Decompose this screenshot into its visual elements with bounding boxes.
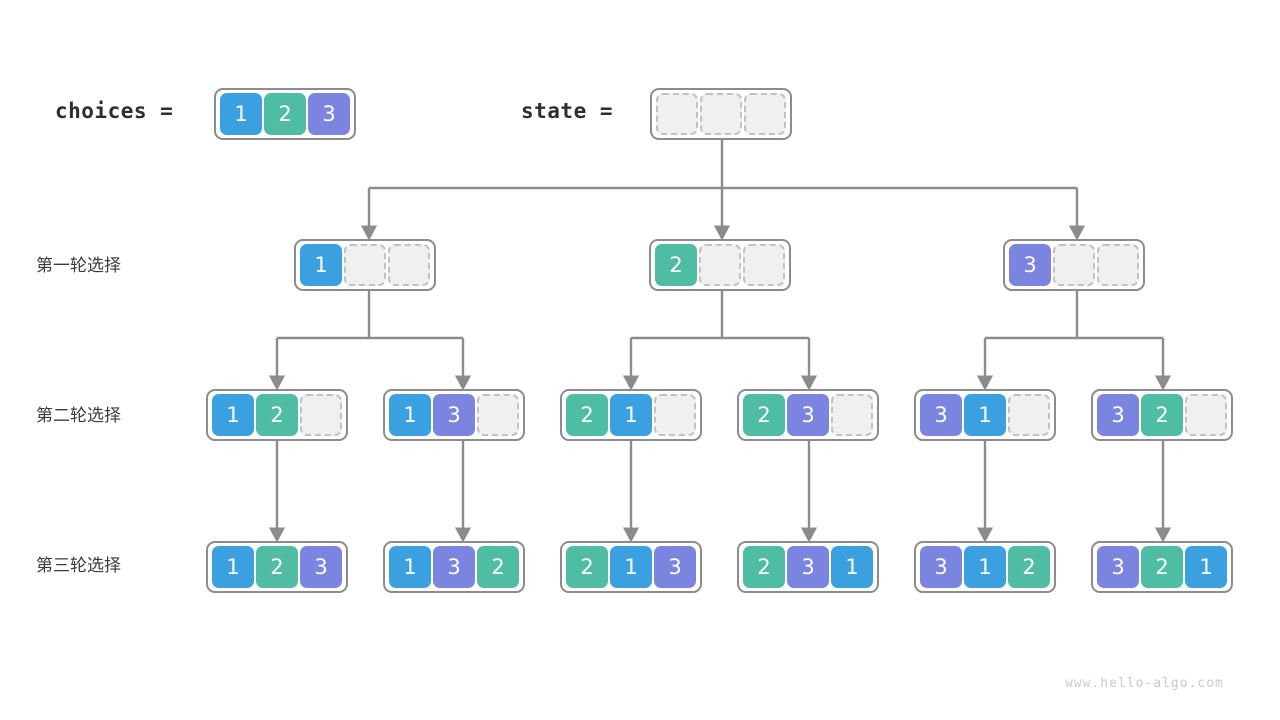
array-cell-value-2: 2 [1141, 394, 1183, 436]
array-cell-value-2: 2 [655, 244, 697, 286]
array-cell-value-1: 1 [964, 394, 1006, 436]
row-label-2: 第二轮选择 [36, 406, 121, 426]
state-node-first-round: 3 [1003, 239, 1145, 291]
array-cell-value-2: 2 [1141, 546, 1183, 588]
array-cell-empty [1097, 244, 1139, 286]
array-cell-value-2: 2 [743, 394, 785, 436]
array-cell-empty [744, 93, 786, 135]
state-array [650, 88, 792, 140]
array-cell-empty [656, 93, 698, 135]
array-cell-value-2: 2 [566, 546, 608, 588]
array-cell-value-3: 3 [787, 546, 829, 588]
array-cell-value-2: 2 [264, 93, 306, 135]
array-cell-value-2: 2 [566, 394, 608, 436]
array-cell-empty [831, 394, 873, 436]
array-cell-value-3: 3 [1009, 244, 1051, 286]
array-cell-value-2: 2 [256, 394, 298, 436]
array-cell-empty [1053, 244, 1095, 286]
array-cell-value-2: 2 [477, 546, 519, 588]
array-cell-value-3: 3 [920, 394, 962, 436]
array-cell-value-1: 1 [610, 546, 652, 588]
array-cell-empty [654, 394, 696, 436]
watermark: www.hello-algo.com [1065, 676, 1224, 691]
array-cell-value-3: 3 [433, 394, 475, 436]
array-cell-value-3: 3 [920, 546, 962, 588]
array-cell-value-1: 1 [389, 394, 431, 436]
row-label-1: 第一轮选择 [36, 256, 121, 276]
row-label-3: 第三轮选择 [36, 556, 121, 576]
array-cell-value-3: 3 [433, 546, 475, 588]
array-cell-value-3: 3 [1097, 546, 1139, 588]
array-cell-value-1: 1 [831, 546, 873, 588]
array-cell-empty [743, 244, 785, 286]
array-cell-empty [699, 244, 741, 286]
state-node-first-round: 1 [294, 239, 436, 291]
array-cell-empty [300, 394, 342, 436]
array-cell-empty [1008, 394, 1050, 436]
array-cell-empty [344, 244, 386, 286]
array-cell-value-1: 1 [220, 93, 262, 135]
array-cell-value-1: 1 [964, 546, 1006, 588]
array-cell-value-3: 3 [1097, 394, 1139, 436]
array-cell-value-2: 2 [256, 546, 298, 588]
array-cell-value-3: 3 [654, 546, 696, 588]
array-cell-empty [700, 93, 742, 135]
state-label: state = [521, 99, 614, 123]
array-cell-value-1: 1 [212, 394, 254, 436]
array-cell-empty [388, 244, 430, 286]
array-cell-value-1: 1 [389, 546, 431, 588]
state-node-first-round: 2 [649, 239, 791, 291]
choices-label: choices = [55, 99, 174, 123]
array-cell-value-1: 1 [1185, 546, 1227, 588]
array-cell-empty [477, 394, 519, 436]
array-cell-empty [1185, 394, 1227, 436]
array-cell-value-1: 1 [212, 546, 254, 588]
array-cell-value-2: 2 [743, 546, 785, 588]
array-cell-value-1: 1 [610, 394, 652, 436]
array-cell-value-3: 3 [300, 546, 342, 588]
array-cell-value-3: 3 [308, 93, 350, 135]
array-cell-value-3: 3 [787, 394, 829, 436]
array-cell-value-2: 2 [1008, 546, 1050, 588]
array-cell-value-1: 1 [300, 244, 342, 286]
